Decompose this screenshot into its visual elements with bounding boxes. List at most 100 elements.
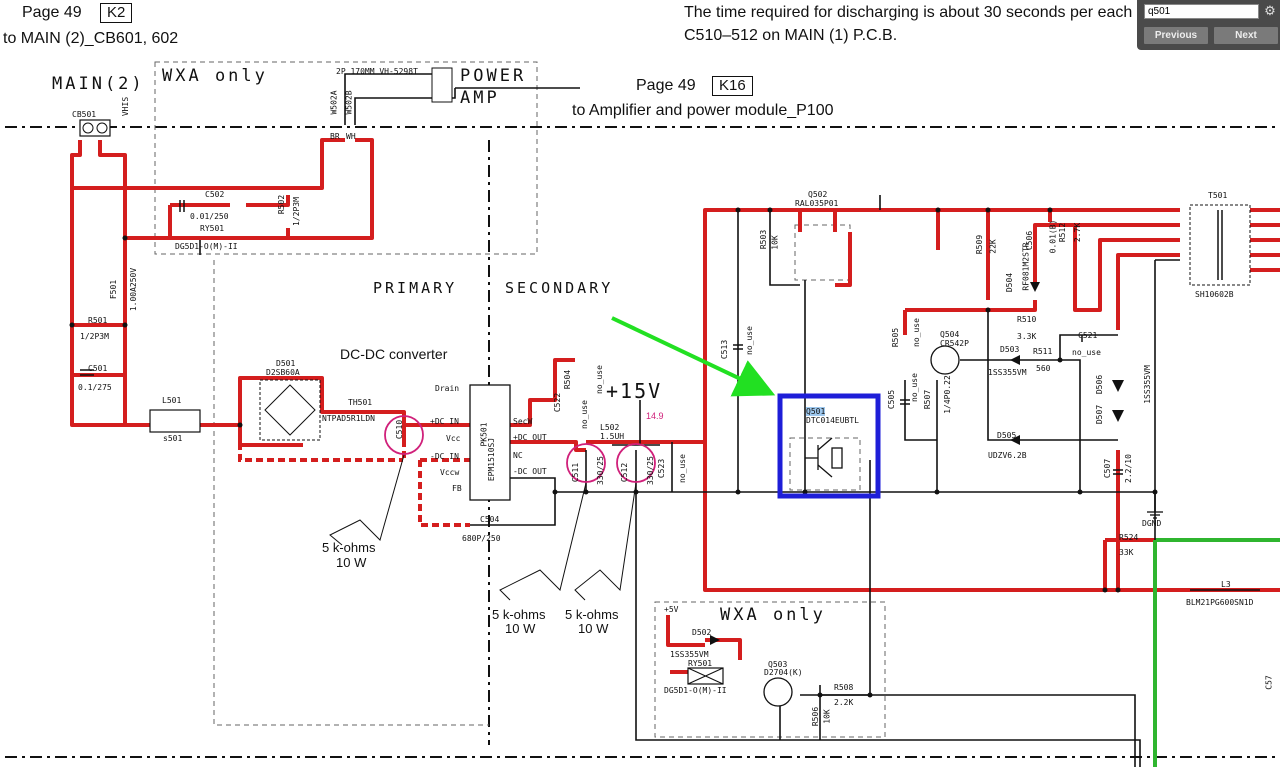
r524-value: 33K bbox=[1119, 548, 1134, 557]
ohm-note-1a: 5 k-ohms bbox=[322, 540, 376, 555]
l502-value: 1.5UH bbox=[600, 432, 625, 441]
ry501b-label: RY501 bbox=[688, 659, 713, 668]
page-ref-right-code[interactable]: K16 bbox=[712, 76, 753, 96]
page-ref-left-code[interactable]: K2 bbox=[100, 3, 133, 23]
wxa-only-bottom-box bbox=[654, 601, 886, 738]
d504-diode bbox=[1030, 282, 1040, 292]
d507-diode bbox=[1112, 410, 1124, 422]
c507-label: C507 bbox=[1103, 458, 1113, 479]
cb501-label: CB501 bbox=[72, 110, 97, 119]
pin-vcc: Vcc bbox=[446, 434, 461, 443]
plus15v-label: +15V bbox=[606, 379, 663, 403]
link-left[interactable]: to MAIN (2)_CB601, 602 bbox=[3, 30, 179, 47]
p5v-label: +5V bbox=[664, 605, 679, 614]
no-use-5: no_use bbox=[1072, 348, 1101, 357]
r510-value: 3.3K bbox=[1017, 332, 1037, 341]
r511-label: R511 bbox=[1033, 347, 1053, 356]
main2-label: MAIN(2) bbox=[52, 74, 145, 94]
c510-label: C510 bbox=[395, 419, 405, 440]
gear-icon[interactable]: ⚙ bbox=[1264, 3, 1276, 18]
ohm-note-1b: 10 W bbox=[336, 555, 367, 570]
d505-label: D505 bbox=[997, 431, 1017, 440]
r502-value: 1/2P3M bbox=[291, 197, 301, 226]
r503-label: R503 bbox=[759, 229, 769, 250]
q501-highlight-box bbox=[777, 393, 881, 499]
ground-icon bbox=[1147, 511, 1163, 519]
pin-drain: Drain bbox=[435, 384, 460, 393]
power-amp-line2: AMP bbox=[460, 88, 500, 108]
c522-label: C522 bbox=[553, 392, 563, 413]
r509-value: 22K bbox=[988, 239, 998, 254]
l3-label: L3 bbox=[1221, 580, 1231, 589]
r504-label: R504 bbox=[563, 369, 573, 390]
r512-value: 2.7K bbox=[1073, 222, 1083, 243]
d505-diode bbox=[1010, 435, 1020, 445]
find-next-button[interactable]: Next bbox=[1214, 27, 1278, 44]
r508-value: 2.2K bbox=[834, 698, 854, 707]
d501-part: D2SB60A bbox=[266, 368, 300, 377]
ohm-note-2a: 5 k-ohms bbox=[492, 607, 546, 622]
discharge-point-circles bbox=[384, 415, 656, 483]
l501-filter bbox=[149, 409, 201, 433]
q502-part: RAL035P01 bbox=[795, 199, 839, 208]
c504-value: 680P/250 bbox=[462, 534, 501, 543]
d506-label: D506 bbox=[1095, 374, 1105, 395]
r510-label: R510 bbox=[1017, 315, 1037, 324]
q501-label: Q501 bbox=[806, 407, 826, 416]
page-ref-left: Page 49 bbox=[22, 4, 82, 21]
d506-part: 1SS355VM bbox=[1142, 365, 1152, 404]
c507-value: 2.2/10 bbox=[1123, 454, 1133, 483]
d504-label: D504 bbox=[1005, 272, 1015, 293]
c506-label: C506 bbox=[1025, 230, 1035, 251]
r506-value: 10K bbox=[822, 709, 832, 724]
voltage-reading: 14.9 bbox=[646, 411, 664, 421]
no-use-4: no_use bbox=[744, 326, 754, 355]
no-use-3: no_use bbox=[677, 454, 687, 483]
q504-part: CR542P bbox=[940, 339, 969, 348]
dgnd-label: DGND bbox=[1142, 519, 1162, 528]
q503-part: D2704(K) bbox=[764, 668, 803, 677]
r501-value: 1/2P3M bbox=[80, 332, 109, 341]
d503-label: D503 bbox=[1000, 345, 1020, 354]
r506-label: R506 bbox=[811, 706, 821, 727]
no-use-7: no_use bbox=[909, 373, 919, 402]
c505-label: C505 bbox=[887, 389, 897, 410]
c521-label: C521 bbox=[1078, 331, 1098, 340]
c523-label: C523 bbox=[657, 458, 667, 479]
th501-label: TH501 bbox=[348, 398, 373, 407]
w502b-label: W502B bbox=[344, 90, 354, 115]
d507-label: D507 bbox=[1095, 404, 1105, 425]
d503-diode bbox=[1010, 355, 1020, 365]
q501-part: DTC014EUBTL bbox=[806, 416, 859, 425]
pin-nc: NC bbox=[513, 451, 523, 460]
note-line-2: C510–512 on MAIN (1) P.C.B. bbox=[684, 27, 898, 44]
w502a-label: W502A bbox=[329, 90, 339, 115]
c502-value: 0.01/250 bbox=[190, 212, 229, 221]
t501-transformer bbox=[1189, 204, 1251, 286]
c501-label: C501 bbox=[88, 364, 108, 373]
pin-secw: SecW bbox=[513, 417, 533, 426]
c512-value: 330/25 bbox=[645, 456, 655, 485]
f501-label: F501 bbox=[109, 279, 119, 300]
primary-label: PRIMARY bbox=[373, 279, 458, 297]
find-bar: ⚙ Previous Next bbox=[1137, 0, 1280, 50]
q504-label: Q504 bbox=[940, 330, 960, 339]
d502-diode bbox=[710, 635, 720, 645]
ry501b-part: DG5D1-O(M)-II bbox=[664, 686, 727, 695]
r505-label: R505 bbox=[891, 327, 901, 348]
ohm-note-3a: 5 k-ohms bbox=[565, 607, 619, 622]
l501-label: L501 bbox=[162, 396, 182, 405]
find-previous-button[interactable]: Previous bbox=[1144, 27, 1208, 44]
ry501-part: DG5D1-O(M)-II bbox=[175, 242, 238, 251]
d503-part: 1SS355VM bbox=[988, 368, 1027, 377]
c511-label: C511 bbox=[571, 462, 581, 483]
secondary-label: SECONDARY bbox=[505, 279, 614, 297]
r524-label: R524 bbox=[1119, 533, 1139, 542]
power-amp-connector bbox=[431, 67, 453, 103]
find-input[interactable] bbox=[1144, 4, 1259, 19]
pin-dcout2: -DC OUT bbox=[513, 467, 547, 476]
r511-value: 560 bbox=[1036, 364, 1051, 373]
link-right[interactable]: to Amplifier and power module_P100 bbox=[572, 102, 834, 119]
c57-label: C57 bbox=[1264, 675, 1274, 690]
